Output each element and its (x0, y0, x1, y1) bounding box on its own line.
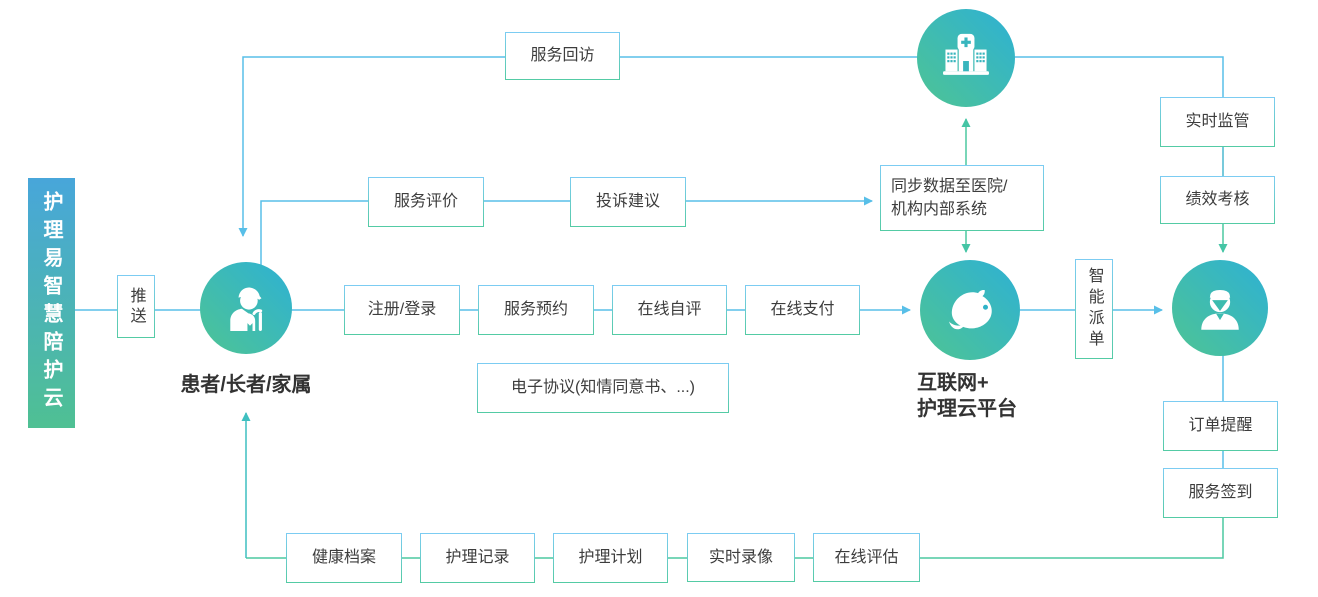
platform-label: 互联网+ 护理云平台 (917, 370, 1017, 422)
flow-box-health-archive: 健康档案 (286, 533, 402, 583)
product-banner-title: 护理易智慧陪护云 (40, 191, 62, 415)
flow-box-online-assessment: 在线评估 (813, 533, 920, 582)
flow-box-realtime-video: 实时录像 (687, 533, 795, 582)
flow-box-sync-data: 同步数据至医院/ 机构内部系统 (880, 165, 1044, 231)
flow-box-e-agreement: 电子协议(知情同意书、...) (477, 363, 729, 413)
platform-label-line2: 护理云平台 (917, 398, 1017, 420)
fish-logo-icon (949, 290, 992, 330)
hospital-node (917, 9, 1015, 107)
flow-box-order-reminder: 订单提醒 (1163, 401, 1278, 451)
flow-box-online-self-assessment: 在线自评 (612, 285, 727, 335)
flow-box-realtime-supervision: 实时监管 (1160, 97, 1275, 147)
sync-data-line1: 同步数据至医院/ (891, 177, 1008, 195)
flow-box-online-payment: 在线支付 (745, 285, 860, 335)
patient-label: 患者/长者/家属 (180, 374, 312, 396)
sync-data-line2: 机构内部系统 (891, 201, 988, 218)
flow-box-push-label: 推送 (127, 286, 145, 327)
elderly-person-icon (230, 287, 263, 331)
hospital-icon (943, 33, 989, 75)
platform-label-line1: 互联网+ (917, 372, 989, 394)
flow-box-service-callback: 服务回访 (505, 32, 620, 80)
flow-box-push: 推送 (117, 275, 155, 338)
patient-node (200, 262, 292, 354)
flow-box-register-login: 注册/登录 (344, 285, 460, 335)
caregiver-node (1172, 260, 1268, 356)
flow-box-service-checkin: 服务签到 (1163, 468, 1278, 518)
flow-box-performance-assessment: 绩效考核 (1160, 176, 1275, 224)
flow-box-service-booking: 服务预约 (478, 285, 594, 335)
nurse-icon (1201, 289, 1239, 330)
flow-box-nursing-plan: 护理计划 (553, 533, 668, 583)
flow-box-complaint-suggestion: 投诉建议 (570, 177, 686, 227)
flow-box-service-evaluation: 服务评价 (368, 177, 484, 227)
product-banner: 护理易智慧陪护云 (28, 178, 75, 428)
flow-box-smart-dispatch: 智能派单 (1075, 259, 1113, 359)
platform-node (920, 260, 1020, 360)
flow-box-smart-dispatch-label: 智能派单 (1085, 267, 1103, 351)
flow-box-nursing-record: 护理记录 (420, 533, 535, 583)
